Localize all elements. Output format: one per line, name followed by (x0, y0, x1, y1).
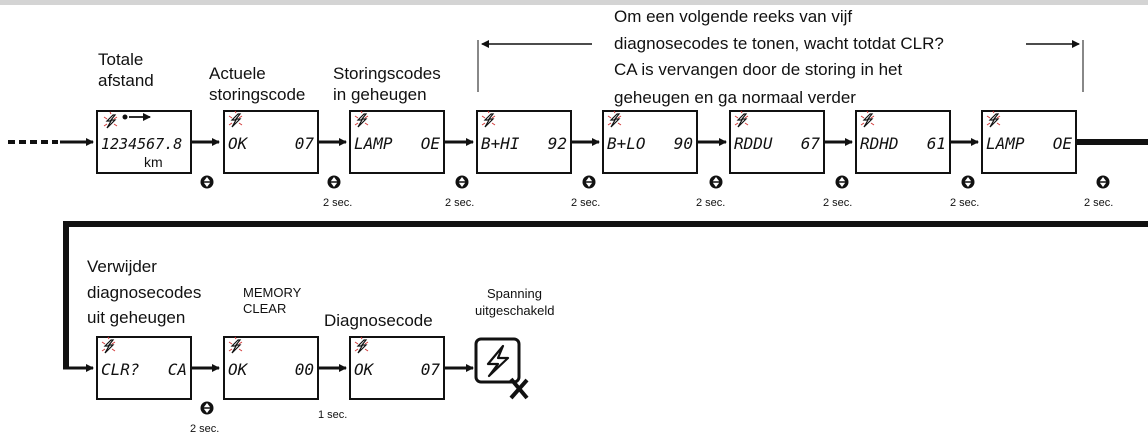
duration-label: 2 sec. (950, 197, 979, 209)
note-text: geheugen en ga normaal verder (614, 88, 856, 107)
display-left-text: CLR? (101, 360, 140, 379)
odometer-unit: km (144, 154, 163, 170)
duration-label: 2 sec. (696, 197, 725, 209)
label-total-distance: afstand (98, 71, 154, 90)
duration-label: 2 sec. (823, 197, 852, 209)
label-power-off: Spanning (487, 286, 542, 301)
display-stored-code: RDDU 67 (729, 110, 825, 174)
label-stored-codes: Storingscodes (333, 64, 441, 83)
label-total-distance: Totale (98, 50, 143, 69)
display-left-text: RDDU (734, 134, 773, 153)
display-current-code: OK 07 (223, 110, 319, 174)
duration-label: 1 sec. (318, 409, 347, 421)
display-memory-clear: OK 00 (223, 336, 319, 400)
note-text: CA is vervangen door de storing in het (614, 60, 903, 79)
label-current-code: storingscode (209, 85, 305, 104)
label-clear-codes: diagnosecodes (87, 283, 201, 302)
top-bar (0, 0, 1148, 5)
duration-label: 2 sec. (445, 197, 474, 209)
display-stored-code: B+HI 92 (476, 110, 572, 174)
button-updown-icon (582, 175, 596, 189)
display-left-text: OK (354, 360, 375, 379)
display-right-text: 92 (548, 134, 567, 153)
label-clear-codes: Verwijder (87, 257, 157, 276)
display-left-text: LAMP (354, 134, 393, 153)
duration-label: 2 sec. (323, 197, 352, 209)
display-stored-code: LAMP OE (981, 110, 1077, 174)
display-right-text: 90 (674, 134, 693, 153)
button-updown-icon (455, 175, 469, 189)
display-stored-code: RDHD 61 (855, 110, 951, 174)
button-updown-icon (200, 401, 214, 415)
button-updown-icon (327, 175, 341, 189)
label-stored-codes: in geheugen (333, 85, 427, 104)
display-right-text: CA (168, 360, 187, 379)
display-right-text: 67 (801, 134, 821, 153)
display-right-text: 07 (295, 134, 315, 153)
label-diagnostic-code: Diagnosecode (324, 311, 433, 330)
display-stored-code: LAMP OE (349, 110, 445, 174)
button-updown-icon (1096, 175, 1110, 189)
power-off-icon (474, 337, 529, 400)
display-left-text: B+HI (481, 134, 520, 153)
label-power-off: uitgeschakeld (475, 303, 555, 318)
duration-label: 2 sec. (190, 423, 219, 435)
label-memory-clear: MEMORY (243, 285, 302, 300)
display-right-text: 61 (927, 134, 946, 153)
display-stored-code: B+LO 90 (602, 110, 698, 174)
label-clear-codes: uit geheugen (87, 308, 185, 327)
display-right-text: OE (421, 134, 441, 153)
label-current-code: Actuele (209, 64, 266, 83)
note-text: Om een volgende reeks van vijf (614, 7, 852, 26)
display-left-text: LAMP (986, 134, 1025, 153)
odometer-value: 1234567.8 (101, 135, 182, 153)
display-left-text: OK (228, 360, 249, 379)
display-right-text: 07 (421, 360, 441, 379)
duration-label: 2 sec. (1084, 197, 1113, 209)
button-updown-icon (200, 175, 214, 189)
button-updown-icon (835, 175, 849, 189)
display-left-text: OK (228, 134, 249, 153)
display-diagnostic-code: OK 07 (349, 336, 445, 400)
note-text: diagnosecodes te tonen, wacht totdat CLR… (614, 34, 944, 53)
label-memory-clear: CLEAR (243, 301, 286, 316)
display-left-text: RDHD (860, 134, 899, 153)
odometer-display: 1234567.8 km (96, 110, 192, 174)
display-right-text: OE (1053, 134, 1073, 153)
display-clear: CLR? CA (96, 336, 192, 400)
display-right-text: 00 (295, 360, 314, 379)
display-left-text: B+LO (607, 134, 646, 153)
duration-label: 2 sec. (571, 197, 600, 209)
button-updown-icon (709, 175, 723, 189)
button-updown-icon (961, 175, 975, 189)
